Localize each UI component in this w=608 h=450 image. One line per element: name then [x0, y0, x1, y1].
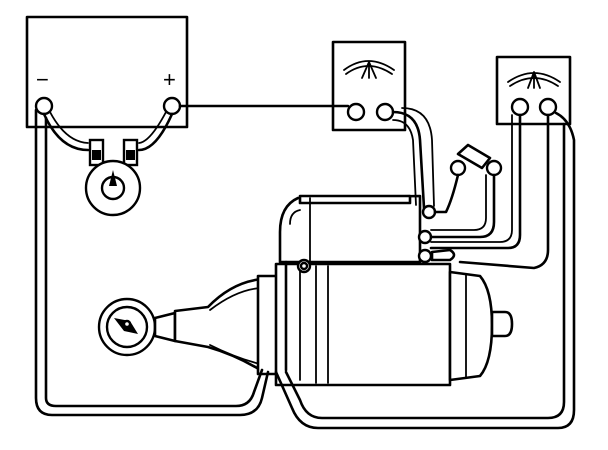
wire-ammeter-to-motor-terminal — [458, 113, 550, 270]
rheostat-knob-pointer — [109, 170, 117, 186]
end-cap — [448, 270, 494, 382]
solenoid-body — [278, 194, 422, 264]
ammeter-terminal-left — [510, 97, 530, 117]
rheostat-icon — [84, 138, 142, 217]
wire-ammeter-return-outer — [274, 111, 576, 430]
voltmeter-terminal-right — [375, 102, 395, 122]
switch-button — [456, 143, 492, 170]
switch-icon — [449, 143, 503, 177]
voltmeter-needle — [361, 61, 377, 79]
motor-shaft — [490, 310, 514, 338]
wire-switch-to-battery-terminal — [429, 173, 496, 239]
solenoid-motor-terminal — [417, 248, 433, 264]
voltmeter-terminal-left — [346, 102, 366, 122]
starter-motor-icon — [173, 262, 514, 387]
solenoid-icon — [278, 194, 456, 274]
wire-ammeter-to-solenoid — [429, 113, 522, 250]
ammeter-terminal-right — [538, 97, 558, 117]
battery-icon: − + — [25, 15, 189, 129]
tachometer-icon — [97, 297, 177, 357]
wire-positive-to-rheostat — [137, 112, 174, 152]
motor-frame — [274, 262, 452, 387]
battery-positive-sign: + — [163, 67, 176, 92]
wire-voltmeter-to-solenoid — [391, 110, 426, 210]
wire-negative-ground-outer — [34, 108, 270, 417]
wire-solenoid-to-switch — [433, 173, 460, 214]
voltmeter-icon — [331, 40, 407, 132]
tachometer-coupling — [153, 311, 177, 343]
switch-terminal-right — [485, 159, 503, 177]
switch-terminal-left — [449, 159, 467, 177]
drive-housing — [173, 277, 264, 373]
ammeter-needle — [527, 71, 541, 89]
wire-negative-ground-inner — [44, 116, 264, 408]
battery-negative-sign: − — [36, 67, 49, 92]
wiring — [34, 104, 576, 430]
wire-ammeter-return-inner — [284, 122, 566, 420]
solenoid-battery-terminal — [417, 229, 433, 245]
